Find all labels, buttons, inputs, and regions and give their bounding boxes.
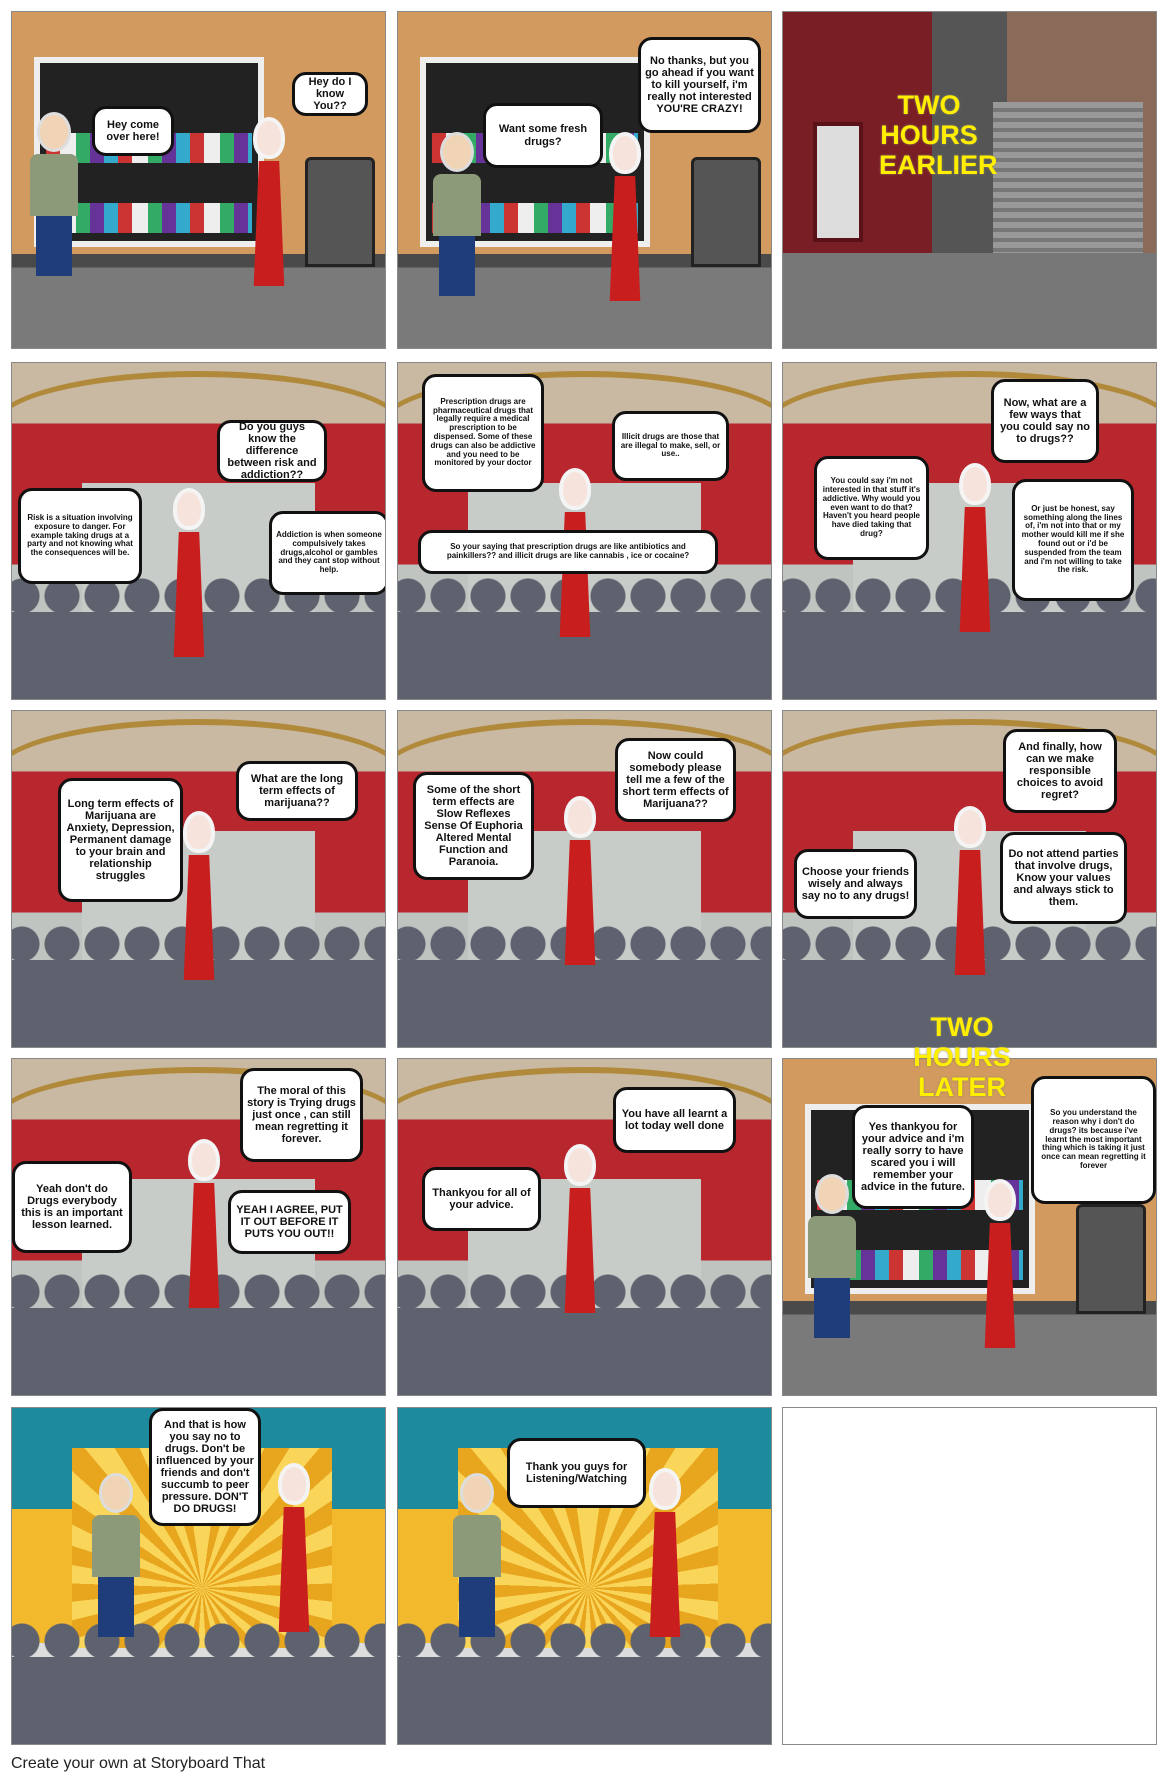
panel-3: TWO HOURS EARLIER xyxy=(782,11,1157,349)
panel-9: And finally, how can we make responsible… xyxy=(782,710,1157,1048)
speech-bubble: Do you guys know the difference between … xyxy=(217,420,327,482)
panel-10: The moral of this story is Trying drugs … xyxy=(11,1058,386,1396)
speech-bubble: Risk is a situation involving exposure t… xyxy=(18,488,142,584)
speech-bubble: Long term effects of Marijuana are Anxie… xyxy=(58,778,183,902)
man-character xyxy=(433,132,481,296)
woman-character xyxy=(953,806,987,975)
woman-character xyxy=(983,1179,1017,1348)
speech-bubble: Hey do I know You?? xyxy=(292,72,368,116)
man-character xyxy=(92,1473,140,1637)
panel-5: Prescription drugs are pharmaceutical dr… xyxy=(397,362,772,700)
speech-bubble: Do not attend parties that involve drugs… xyxy=(1000,832,1127,924)
woman-character xyxy=(563,796,597,965)
speech-bubble: Thank you guys for Listening/Watching xyxy=(507,1438,646,1508)
speech-bubble: YEAH I AGREE, PUT IT OUT BEFORE IT PUTS … xyxy=(228,1190,351,1254)
panel-7: Long term effects of Marijuana are Anxie… xyxy=(11,710,386,1048)
woman-character xyxy=(252,117,286,286)
man-character xyxy=(453,1473,501,1637)
speech-bubble: And that is how you say no to drugs. Don… xyxy=(149,1408,261,1526)
audience-crowd xyxy=(12,1619,385,1744)
speech-bubble: And finally, how can we make responsible… xyxy=(1003,729,1117,813)
shutter-gate xyxy=(993,102,1143,262)
panel-1: Hey come over here! Hey do I know You?? xyxy=(11,11,386,349)
panel-4: Do you guys know the difference between … xyxy=(11,362,386,700)
shop-door xyxy=(813,122,863,242)
speech-bubble: What are the long term effects of mariju… xyxy=(236,761,358,821)
panel-14: Thank you guys for Listening/Watching xyxy=(397,1407,772,1745)
speech-bubble: You have all learnt a lot today well don… xyxy=(613,1087,736,1153)
trash-bin xyxy=(1076,1204,1146,1314)
speech-bubble: Or just be honest, say something along t… xyxy=(1012,479,1134,601)
woman-character xyxy=(172,488,206,657)
trash-bin xyxy=(305,157,375,267)
speech-bubble: Choose your friends wisely and always sa… xyxy=(794,849,917,919)
panel-13: And that is how you say no to drugs. Don… xyxy=(11,1407,386,1745)
woman-character xyxy=(958,463,992,632)
panel-8: Some of the short term effects are Slow … xyxy=(397,710,772,1048)
man-character xyxy=(30,112,78,276)
speech-bubble: Hey come over here! xyxy=(92,106,174,156)
sidewalk xyxy=(783,253,1156,348)
speech-bubble: No thanks, but you go ahead if you want … xyxy=(638,37,761,133)
speech-bubble: The moral of this story is Trying drugs … xyxy=(240,1068,363,1162)
speech-bubble: Addiction is when someone compulsively t… xyxy=(269,511,385,595)
woman-character xyxy=(608,132,642,301)
panel-12: TWO HOURS LATER Yes thankyou for your ad… xyxy=(782,1012,1157,1396)
speech-bubble: Want some fresh drugs? xyxy=(483,103,603,168)
trash-bin xyxy=(691,157,761,267)
speech-bubble: Some of the short term effects are Slow … xyxy=(413,772,534,880)
panel-11: You have all learnt a lot today well don… xyxy=(397,1058,772,1396)
woman-character xyxy=(563,1144,597,1313)
panel-2: Want some fresh drugs? No thanks, but yo… xyxy=(397,11,772,349)
storyboard-that-link[interactable]: Create your own at Storyboard That xyxy=(11,1755,266,1772)
speech-bubble: Illicit drugs are those that are illegal… xyxy=(612,411,729,481)
speech-bubble: Yeah don't do Drugs everybody this is an… xyxy=(12,1161,132,1253)
woman-character xyxy=(182,811,216,980)
woman-character xyxy=(648,1468,682,1637)
time-caption: TWO HOURS LATER xyxy=(913,1012,1011,1102)
speech-bubble: Thankyou for all of your advice. xyxy=(422,1167,541,1231)
speech-bubble: Yes thankyou for your advice and i'm rea… xyxy=(852,1105,974,1209)
man-character xyxy=(808,1174,856,1338)
time-caption: TWO HOURS EARLIER xyxy=(879,90,998,180)
speech-bubble: So you understand the reason why i don't… xyxy=(1031,1076,1156,1204)
woman-character xyxy=(277,1463,311,1632)
speech-bubble: Now, what are a few ways that you could … xyxy=(991,379,1099,463)
audience-crowd xyxy=(398,1619,771,1744)
panel-6: Now, what are a few ways that you could … xyxy=(782,362,1157,700)
speech-bubble: You could say i'm not interested in that… xyxy=(814,456,929,560)
speech-bubble: So your saying that prescription drugs a… xyxy=(418,530,718,574)
speech-bubble: Now could somebody please tell me a few … xyxy=(615,738,736,822)
woman-character xyxy=(187,1139,221,1308)
speech-bubble: Prescription drugs are pharmaceutical dr… xyxy=(422,374,544,492)
panel-15-empty xyxy=(782,1407,1157,1745)
